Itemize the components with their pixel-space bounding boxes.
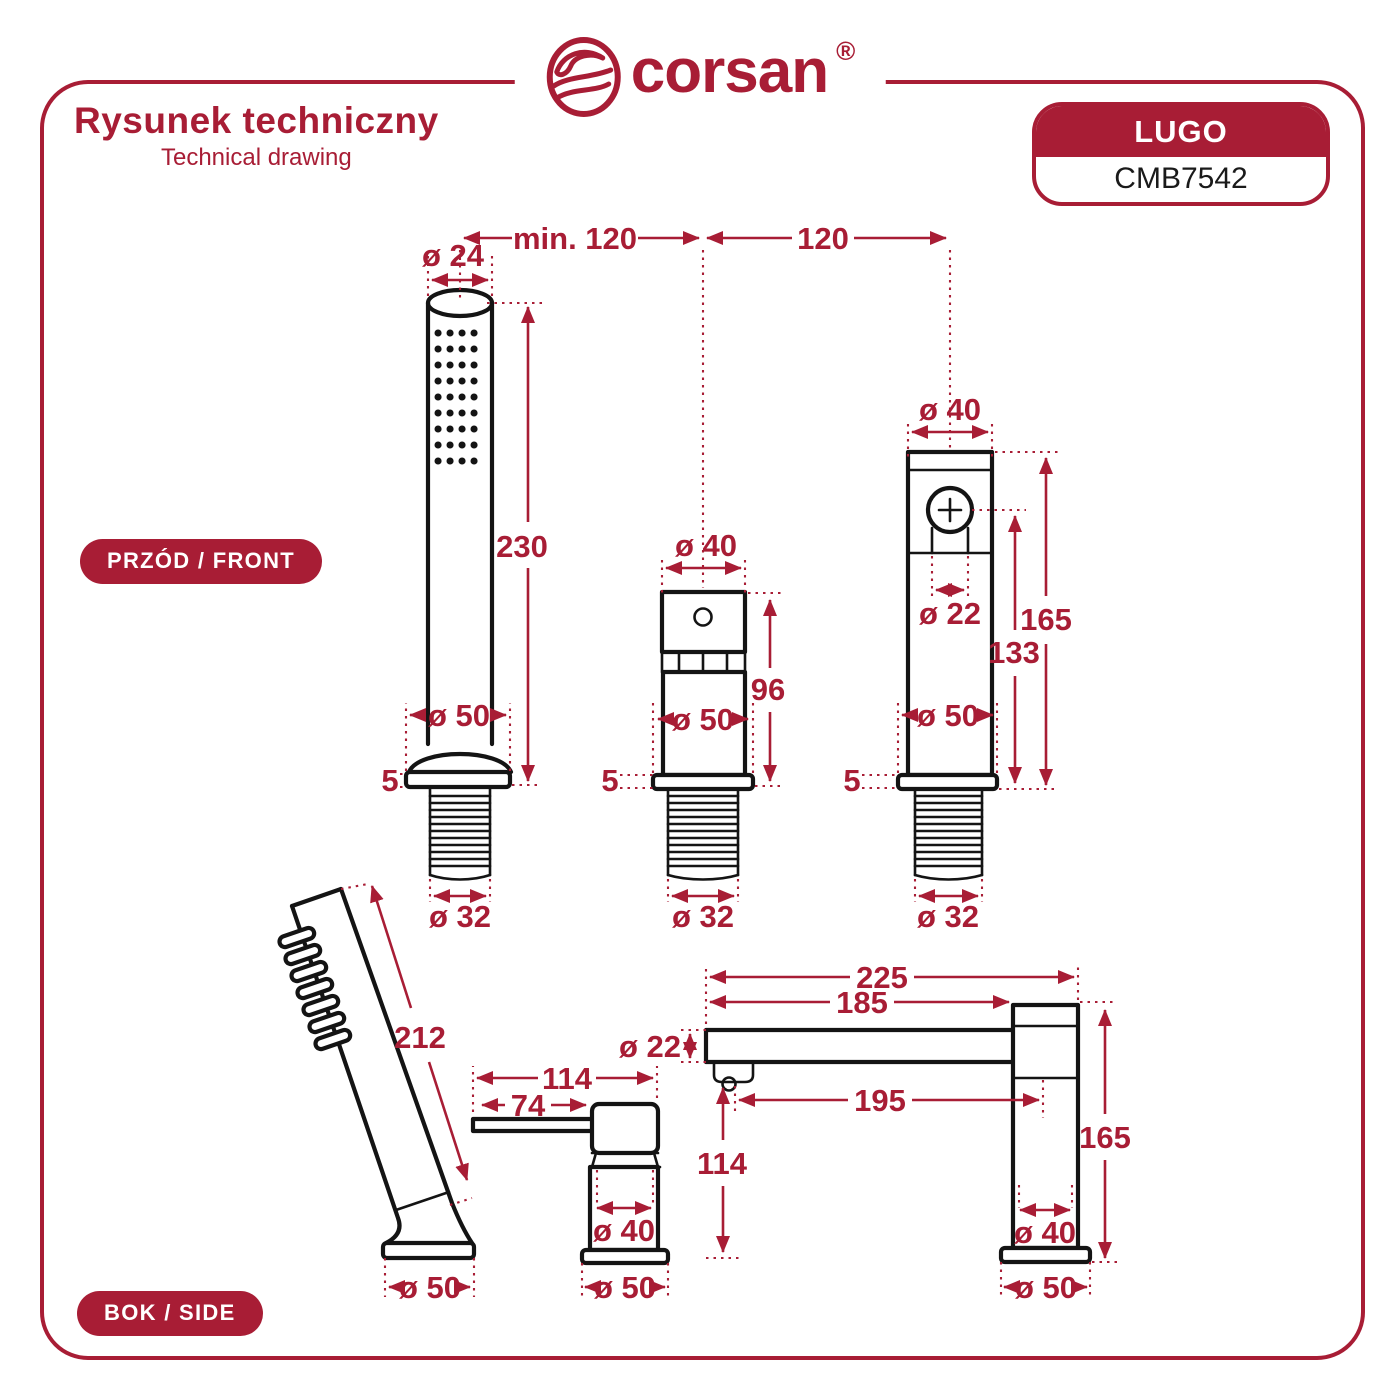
front-view-label: PRZÓD / FRONT bbox=[80, 539, 323, 584]
side-view-label: BOK / SIDE bbox=[77, 1291, 263, 1336]
model-badge: LUGO CMB7542 bbox=[1032, 102, 1330, 206]
dim-diverter-height: 96 bbox=[751, 672, 785, 707]
dim-spout-outlet-height: 114 bbox=[697, 1146, 748, 1181]
thread-diverter bbox=[666, 787, 740, 881]
dim-handset-side-base: ø 50 bbox=[399, 1270, 461, 1305]
dim-handset-length: 212 bbox=[394, 1020, 446, 1055]
dim-mixer-thread: ø 32 bbox=[917, 899, 979, 934]
front-view-dimensions: min. 120 120 ø 24 230 ø 50 5 ø 32 ø 40 bbox=[381, 221, 1071, 934]
title-english: Technical drawing bbox=[160, 144, 352, 171]
dim-spacing-left: min. 120 bbox=[513, 221, 637, 256]
model-name: LUGO bbox=[1036, 106, 1326, 157]
diverter-front-drawing bbox=[650, 589, 756, 881]
handset-front-drawing bbox=[403, 287, 514, 881]
title-polish: Rysunek techniczny bbox=[74, 100, 439, 141]
dim-mixer-total-length: 114 bbox=[542, 1061, 593, 1096]
dim-handset-plate: 5 bbox=[381, 763, 398, 798]
thread-handset bbox=[428, 787, 492, 881]
brand-logo: corsan ® bbox=[514, 30, 886, 129]
dim-spout-body-diameter: ø 40 bbox=[1014, 1215, 1076, 1250]
thread-mixer bbox=[913, 787, 984, 881]
spray-hole-grid bbox=[434, 329, 478, 465]
dim-mixer-height: 165 bbox=[1020, 602, 1072, 637]
dim-mixer-top-diameter: ø 40 bbox=[919, 392, 981, 427]
registered-mark: ® bbox=[836, 36, 856, 66]
dim-mixer-plate: 5 bbox=[843, 763, 860, 798]
dim-diverter-thread: ø 32 bbox=[672, 899, 734, 934]
dim-mixer-cartridge-diameter: ø 22 bbox=[919, 596, 981, 631]
model-code: CMB7542 bbox=[1114, 162, 1248, 195]
dim-spout-diameter: ø 22 bbox=[619, 1029, 681, 1064]
dim-mixer-side-base: ø 50 bbox=[594, 1270, 656, 1305]
dim-mixer-cartridge-height: 133 bbox=[988, 635, 1040, 670]
handset-side-drawing bbox=[277, 886, 477, 1261]
dim-spout-base: ø 50 bbox=[1015, 1270, 1077, 1305]
dim-spout-height: 165 bbox=[1079, 1120, 1131, 1155]
dim-spout-reach: 195 bbox=[854, 1083, 906, 1118]
wave-logo-icon bbox=[545, 36, 623, 123]
dim-spout-length: 185 bbox=[836, 985, 888, 1020]
brand-name: corsan bbox=[630, 37, 829, 106]
dim-mixer-base-diameter: ø 50 bbox=[917, 698, 979, 733]
dim-handset-height: 230 bbox=[496, 529, 548, 564]
dim-spacing-right: 120 bbox=[797, 221, 849, 256]
side-view-dimensions: 212 ø 50 114 74 ø 40 ø 50 225 185 bbox=[340, 882, 1131, 1305]
dim-diverter-plate: 5 bbox=[601, 763, 618, 798]
mixer-front-drawing bbox=[895, 449, 1000, 881]
dim-diverter-top-diameter: ø 40 bbox=[675, 528, 737, 563]
dim-mixer-body-diameter: ø 40 bbox=[593, 1213, 655, 1248]
hose-coils bbox=[277, 925, 353, 1052]
dim-handset-thread: ø 32 bbox=[429, 899, 491, 934]
sheet-title: Rysunek techniczny Technical drawing bbox=[74, 100, 439, 172]
dim-handset-base-diameter: ø 50 bbox=[428, 698, 490, 733]
dim-diverter-base-diameter: ø 50 bbox=[672, 702, 734, 737]
dim-mixer-lever-length: 74 bbox=[511, 1088, 546, 1123]
dim-spout-overall-length: 225 bbox=[856, 960, 908, 995]
dim-handset-head-diameter: ø 24 bbox=[422, 238, 485, 273]
